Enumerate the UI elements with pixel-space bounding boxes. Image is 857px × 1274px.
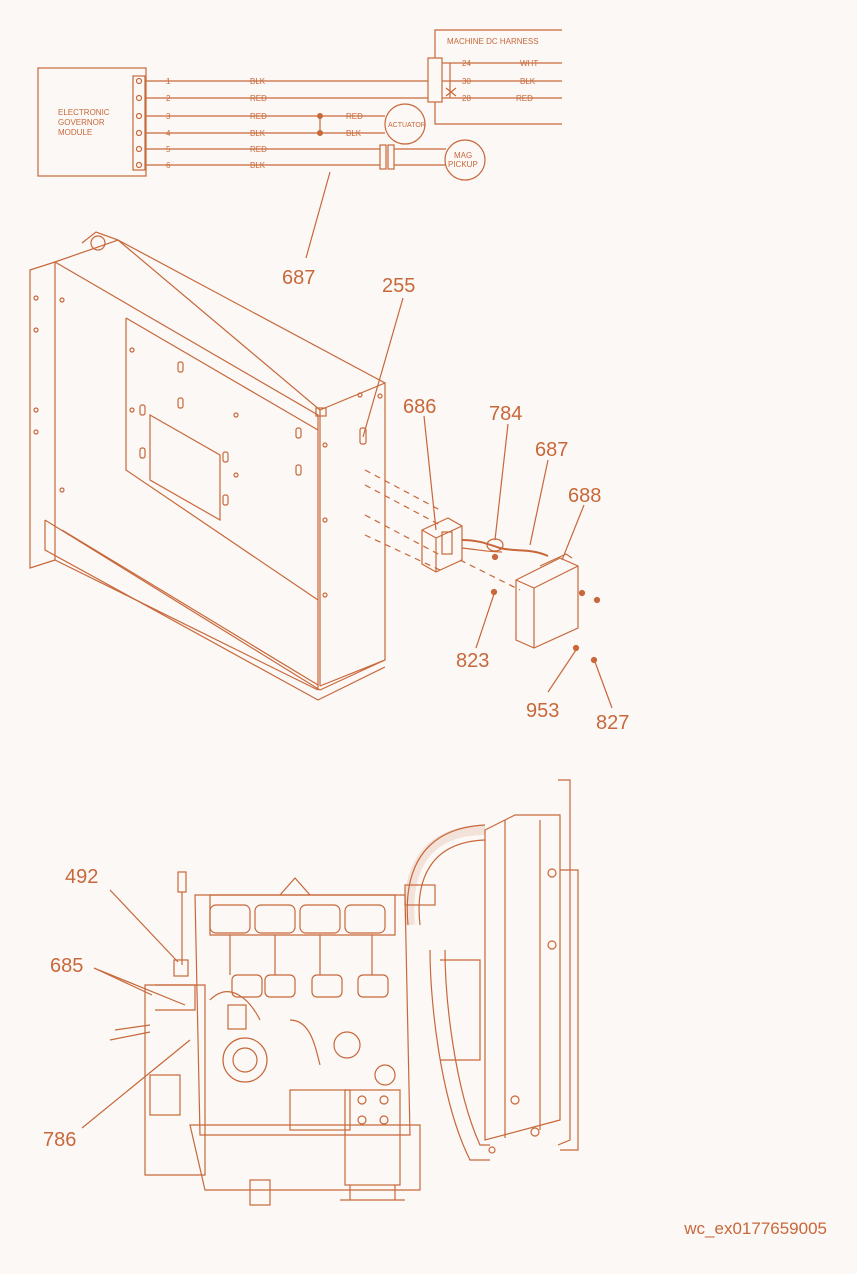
pin-4: 4 (166, 129, 171, 138)
mag-pickup (444, 139, 486, 181)
pin-2: 2 (166, 94, 171, 103)
callout-687-top: 687 (282, 267, 315, 289)
leader-688 (561, 504, 585, 561)
wire-2-color: RED (250, 94, 267, 103)
drawing-code: wc_ex0177659005 (684, 1219, 827, 1238)
callout-255: 255 (382, 275, 415, 297)
leader-823 (475, 593, 495, 649)
pin-5: 5 (166, 145, 171, 154)
leader-492 (109, 889, 179, 963)
pin-6: 6 (166, 161, 171, 170)
bracket-688 (515, 557, 579, 649)
callout-827: 827 (596, 712, 629, 734)
harness-wire-red: RED (516, 94, 533, 103)
pickup-label-2: PICKUP (448, 160, 478, 169)
callout-numbers: 687 255 686 784 687 688 823 953 827 492 … (43, 267, 629, 1151)
leader-784 (494, 423, 509, 541)
module-label-3: MODULE (58, 128, 92, 137)
module-label-1: ELECTRONIC (58, 108, 110, 117)
leader-255 (362, 297, 404, 438)
harness-wire-blk: BLK (520, 77, 536, 86)
actuator-label: ACTUATOR (388, 122, 426, 129)
callout-823: 823 (456, 650, 489, 672)
control-box-assembly (29, 231, 613, 709)
leader-685b (93, 967, 186, 1006)
callout-687-mid: 687 (535, 439, 568, 461)
actuator (384, 103, 426, 145)
wiring-schematic (37, 29, 562, 259)
crank-pulley (222, 1037, 268, 1083)
actuator-wire-red: RED (346, 112, 363, 121)
wire-6-color: BLK (250, 161, 266, 170)
callout-492: 492 (65, 866, 98, 888)
leader-786 (81, 1039, 191, 1129)
actuator-wire-blk: BLK (346, 129, 362, 138)
terminal-strip (132, 75, 146, 171)
wire-5-color: RED (250, 145, 267, 154)
callout-688: 688 (568, 485, 601, 507)
callout-953: 953 (526, 700, 559, 722)
harness-pin-24: 24 (462, 59, 471, 68)
pin-3: 3 (166, 112, 171, 121)
callout-685: 685 (50, 955, 83, 977)
callout-786: 786 (43, 1129, 76, 1151)
pickup-label-1: MAG (454, 151, 472, 160)
wire-4-color: BLK (250, 129, 266, 138)
harness-pin-28: 28 (462, 94, 471, 103)
module-label-2: GOVERNOR (58, 118, 105, 127)
engine-assembly (81, 779, 579, 1206)
pickup-connector (379, 144, 387, 170)
pin-1: 1 (166, 77, 171, 86)
leader-827 (594, 661, 613, 709)
cylinder-heads (209, 904, 389, 998)
harness-frame (434, 29, 562, 125)
harness-connector (427, 57, 443, 103)
governor-module-686 (421, 517, 463, 573)
callout-686: 686 (403, 396, 436, 418)
leader-686 (423, 415, 437, 531)
leader-953 (547, 649, 577, 693)
wire-1-color: BLK (250, 77, 266, 86)
leader-687-top (305, 171, 331, 259)
harness-label: MACHINE DC HARNESS (447, 37, 539, 46)
governor-module-box (37, 67, 147, 177)
wire-3-color: RED (250, 112, 267, 121)
leader-687-mid (529, 459, 549, 546)
schematic-labels: ELECTRONIC GOVERNOR MODULE MACHINE DC HA… (58, 37, 539, 170)
callout-784: 784 (489, 403, 522, 425)
harness-wire-wht: WHT (520, 59, 538, 68)
harness-pin-30: 30 (462, 77, 471, 86)
terminal-dots (135, 77, 143, 169)
